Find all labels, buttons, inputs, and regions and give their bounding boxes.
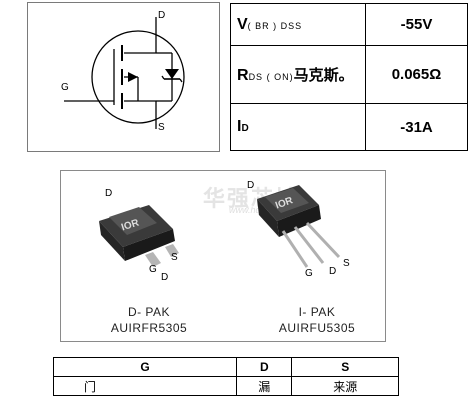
pin-name-source: 来源 xyxy=(291,376,399,396)
ipak-package-image: IOR xyxy=(257,185,341,268)
gate-pin-label: G xyxy=(61,82,69,93)
spec-param: RDS ( ON)马克斯。 xyxy=(230,45,366,104)
drain-pin-label: D xyxy=(158,10,166,21)
ipak-pin-s: S xyxy=(343,258,350,269)
dpak-package-image: IOR xyxy=(99,205,179,267)
pin-table: G D S 门 漏 来源 xyxy=(52,357,399,396)
spec-symbol: I xyxy=(237,118,242,135)
package-panel: 华强芯城 www.hqchip.com IOR IOR D S G D D S … xyxy=(60,170,386,342)
source-pin-label: S xyxy=(158,122,165,133)
dpak-pin-d: D xyxy=(105,188,113,199)
ipak-pin-g: G xyxy=(305,268,313,279)
ipak-name: I- PAK xyxy=(298,305,336,319)
spec-row-id: ID -31A xyxy=(230,103,468,151)
spec-subscript: ( BR ) DSS xyxy=(247,20,303,31)
p-channel-mosfet-symbol xyxy=(64,17,185,129)
spec-suffix: 马克斯。 xyxy=(293,67,354,84)
dpak-pin-d2: D xyxy=(161,272,169,283)
spec-row-vbrdss: V( BR ) DSS -55V xyxy=(230,3,468,46)
spec-param: V( BR ) DSS xyxy=(230,3,366,46)
spec-table: V( BR ) DSS -55V RDS ( ON)马克斯。 0.065Ω ID… xyxy=(230,3,468,151)
pin-header-s: S xyxy=(291,357,399,377)
spec-value: 0.065Ω xyxy=(365,45,468,104)
ipak-pin-d2: D xyxy=(329,266,337,277)
spec-row-rdson: RDS ( ON)马克斯。 0.065Ω xyxy=(230,45,468,104)
spec-subscript: DS ( ON) xyxy=(248,72,294,82)
pin-name-drain: 漏 xyxy=(236,376,293,396)
ipak-part: AUIRFU5305 xyxy=(278,321,356,335)
dpak-pin-s: S xyxy=(171,252,178,263)
ipak-pin-d: D xyxy=(247,180,255,191)
mosfet-symbol-panel: D G S xyxy=(27,2,220,152)
dpak-name: D- PAK xyxy=(127,305,171,319)
dpak-part: AUIRFR5305 xyxy=(110,321,188,335)
spec-symbol: V xyxy=(237,15,248,33)
pin-header-g: G xyxy=(52,357,238,377)
spec-value: -55V xyxy=(365,3,468,46)
pin-name-gate: 门 xyxy=(52,376,238,396)
pin-table-header: G D S xyxy=(52,357,399,377)
spec-param: ID xyxy=(230,103,366,151)
pin-table-row: 门 漏 来源 xyxy=(52,376,399,396)
pin-header-d: D xyxy=(236,357,293,377)
svg-text:IOR: IOR xyxy=(120,217,141,233)
spec-value: -31A xyxy=(365,103,468,151)
dpak-pin-g: G xyxy=(149,264,157,275)
package-drawings: IOR IOR xyxy=(99,185,341,268)
spec-subscript: D xyxy=(241,123,249,134)
spec-symbol: R xyxy=(237,67,249,84)
